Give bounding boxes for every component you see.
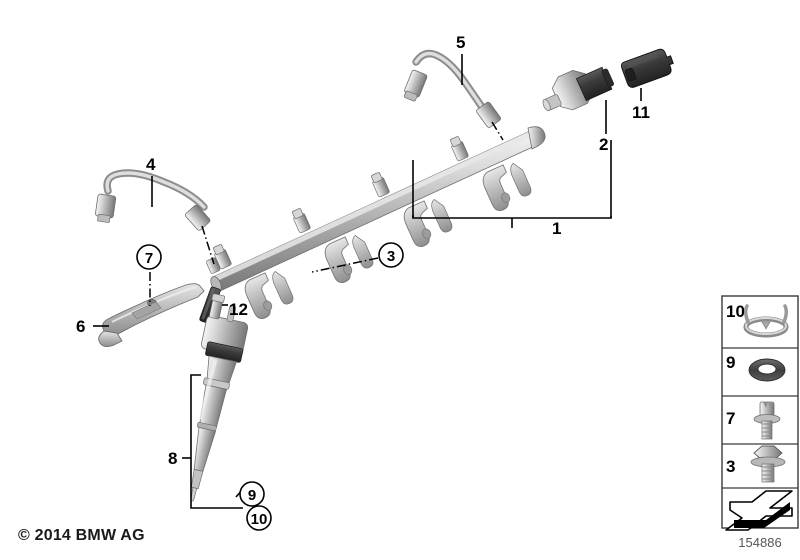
injector-hold-down-bracket bbox=[98, 283, 205, 348]
direction-arrow-icon bbox=[725, 490, 793, 531]
sensor-connector-plug bbox=[621, 48, 674, 88]
callout-leaders bbox=[93, 54, 642, 327]
high-pressure-line-right bbox=[403, 49, 504, 141]
callout-circle-9: 9 bbox=[239, 481, 265, 507]
callout-12-label: 12 bbox=[229, 300, 248, 319]
hex-flange-bolt-icon bbox=[750, 445, 786, 483]
bracket-1 bbox=[412, 140, 612, 228]
rail-pressure-sensor bbox=[542, 66, 614, 112]
callout-7-label: 7 bbox=[145, 250, 153, 267]
stud-bolt-icon bbox=[753, 401, 781, 440]
fuel-injector bbox=[190, 293, 249, 502]
callout-circle-3: 3 bbox=[378, 242, 404, 268]
assembly-line-4 bbox=[201, 225, 215, 265]
callout-10-label: 10 bbox=[251, 511, 268, 528]
legend-num-9: 9 bbox=[726, 353, 735, 372]
callout-circle-7: 7 bbox=[136, 244, 162, 270]
bracket-8 bbox=[182, 374, 243, 509]
callout-3-label: 3 bbox=[387, 248, 395, 265]
legend-box: 10 9 7 3 bbox=[721, 295, 799, 531]
lead-3 bbox=[311, 257, 379, 273]
callout-5-label: 5 bbox=[456, 33, 465, 52]
callout-1-label: 1 bbox=[552, 219, 561, 238]
callout-2-label: 2 bbox=[599, 135, 608, 154]
callout-circle-10: 10 bbox=[246, 505, 272, 531]
rail-injector-ports bbox=[206, 136, 469, 274]
callout-8-label: 8 bbox=[168, 449, 177, 468]
callout-11-label: 11 bbox=[632, 103, 650, 122]
legend-num-7: 7 bbox=[726, 409, 735, 428]
legend-num-3: 3 bbox=[726, 457, 735, 476]
rail-mounting-tabs bbox=[244, 163, 532, 320]
callout-4-label: 4 bbox=[146, 155, 156, 174]
callout-6-label: 6 bbox=[76, 317, 85, 336]
diagram-part-number: 154886 bbox=[738, 535, 782, 550]
high-pressure-line-left bbox=[95, 169, 215, 265]
sealing-ring-icon bbox=[748, 358, 786, 382]
assembly-line-5 bbox=[491, 121, 504, 141]
retaining-clip-icon bbox=[743, 304, 789, 338]
legend-num-10: 10 bbox=[726, 302, 745, 321]
fuel-rail-assembly bbox=[206, 126, 546, 320]
copyright-notice: © 2014 BMW AG bbox=[18, 527, 145, 544]
callout-9-label: 9 bbox=[248, 487, 256, 504]
common-rail-tube bbox=[210, 126, 546, 292]
